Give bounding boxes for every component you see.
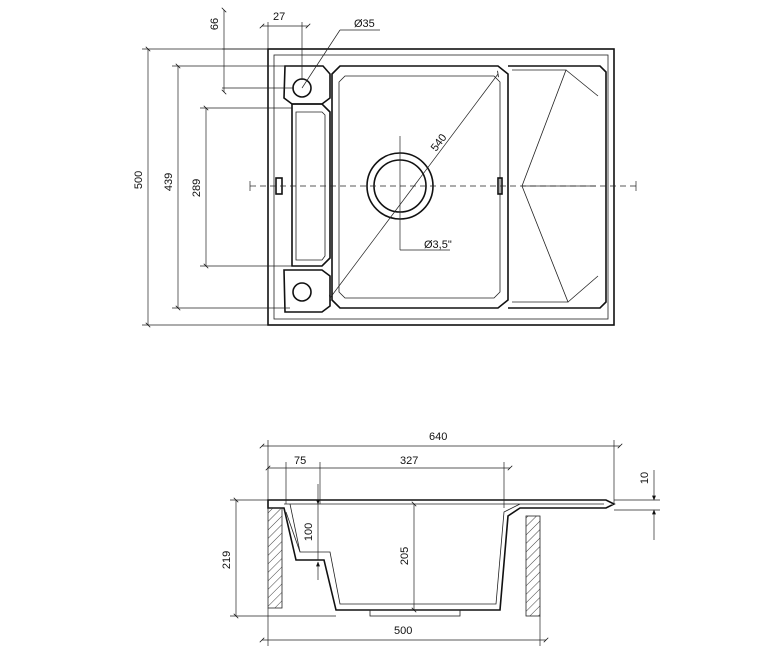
dim-diagonal-label: 540 (429, 132, 450, 154)
dim-75-label: 75 (294, 455, 306, 467)
dim-327-label: 327 (400, 455, 418, 467)
worktop-left (267, 507, 283, 609)
bowl-outer (331, 65, 509, 309)
dim-27-label: 27 (273, 11, 285, 23)
sink-outline (267, 48, 615, 326)
dim-waste-label: Ø3,5" (424, 239, 452, 251)
dim-640-label: 640 (429, 431, 447, 443)
side-view: 640 75 327 10 219 100 205 500 (221, 431, 660, 646)
dim-tap-hole-label: Ø35 (354, 18, 375, 30)
drainer-outline (508, 65, 607, 309)
dim-100-label: 100 (303, 523, 315, 541)
diagonal-dimension-line (329, 70, 499, 302)
overflow-hole (292, 282, 312, 302)
worktop-right (525, 515, 541, 617)
dim-439-label: 439 (163, 173, 175, 191)
sink-rim (273, 54, 609, 320)
dim-205-label: 205 (399, 547, 411, 565)
sink-section-inner (284, 503, 604, 605)
dim-289-label: 289 (191, 179, 203, 197)
waste-fitting (369, 609, 461, 617)
dim-10-label: 10 (639, 472, 651, 484)
tap-area (283, 65, 331, 105)
overflow-area (283, 269, 331, 313)
sink-section-outer (267, 499, 616, 611)
top-view: 540 Ø3,5" Ø35 27 66 500 439 289 (133, 7, 640, 328)
dim-219-label: 219 (221, 551, 233, 569)
dim-500-label: 500 (133, 171, 145, 189)
dim-500-width-label: 500 (394, 625, 412, 637)
side-insert (291, 103, 331, 267)
dim-66-label: 66 (209, 18, 221, 30)
bowl-inner (338, 75, 501, 299)
